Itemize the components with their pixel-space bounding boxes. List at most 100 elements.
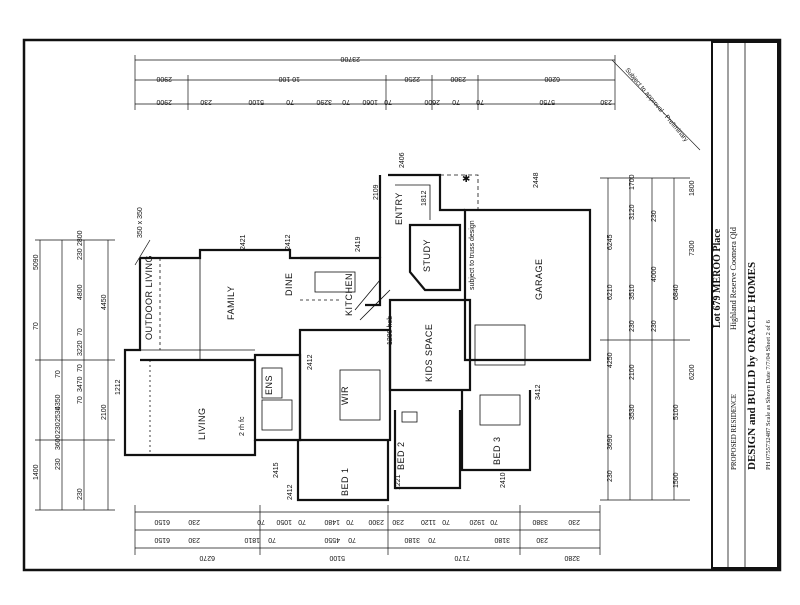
internal-details — [140, 174, 526, 455]
dim-bottom-r2-6: 70 — [348, 536, 356, 543]
dim-top-r2-8: 70 — [384, 98, 392, 105]
dim-top-r2-6: 70 — [342, 98, 350, 105]
inner-dim-14: 2410 — [500, 472, 507, 488]
note-rh: 2 rh fc — [239, 416, 246, 436]
inner-dim-10: 2415 — [273, 462, 280, 478]
inner-dim-7: 2448 — [533, 172, 540, 188]
dim-bottom-r1-2: 230 — [188, 518, 200, 525]
dim-bottom-r1-14: 3380 — [532, 518, 548, 525]
dim-left-r1-4: 230 — [55, 422, 62, 434]
dim-left-r2-11: 2800 — [77, 230, 84, 246]
dim-bottom-r3-2: 5100 — [329, 554, 345, 561]
dim-left-r2-8: 4450 — [101, 294, 108, 310]
dim-right-r2-2: 4000 — [651, 266, 658, 282]
dim-left-r2-4: 3470 — [77, 376, 84, 392]
dim-right-r1-4: 1700 — [629, 174, 636, 190]
dim-left-r2-10: 230 — [77, 248, 84, 260]
dim-right-r2-9: 1500 — [673, 472, 680, 488]
dim-bottom-r1-6: 1480 — [324, 518, 340, 525]
dim-bottom-r1-11: 70 — [442, 518, 450, 525]
dim-bottom-r2-1: 6150 — [154, 536, 170, 543]
inner-dim-3: 2419 — [355, 236, 362, 252]
room-label-dine: DINE — [284, 272, 294, 296]
dim-top-r2-12: 5750 — [539, 98, 555, 105]
dim-left-r2-9: 4800 — [77, 284, 84, 300]
title-design-build: DESIGN and BUILD by ORACLE HOMES — [746, 262, 758, 470]
dim-left-r1-8: 70 — [33, 322, 40, 330]
room-label-entry: ENTRY — [394, 192, 404, 225]
dim-top-r2-7: 1060 — [362, 98, 378, 105]
title-block: Lot 679 MEROO Place Highland Reserve Coo… — [711, 41, 779, 569]
dim-bottom-r1-12: 1920 — [469, 518, 485, 525]
star-marker-icon: ✱ — [462, 174, 470, 185]
dim-top-r1-1: 2900 — [156, 75, 172, 82]
inner-dim-11: 2412 — [287, 484, 294, 500]
dim-left-r1-2: 230 — [55, 458, 62, 470]
inner-dim-1: 2421 — [240, 234, 247, 250]
dim-top-r1-5: 6200 — [544, 75, 560, 82]
room-label-kids-space: KIDS SPACE — [424, 324, 434, 382]
dim-left-r1-5: 2530 — [55, 406, 62, 422]
room-label-outdoor-living: OUTDOOR LIVING — [144, 255, 154, 340]
external-walls — [123, 173, 592, 502]
room-label-bed-2: BED 2 — [396, 441, 406, 470]
dim-bottom-r3-4: 3280 — [564, 554, 580, 561]
dim-top-r2-13: 230 — [600, 98, 612, 105]
dim-right-r2-3: 6840 — [673, 284, 680, 300]
dim-right-r2-5: 230 — [651, 320, 658, 332]
dim-right-r1-10: 3690 — [607, 434, 614, 450]
inner-dim-4: 2109 — [373, 184, 380, 200]
dim-right-r1-2: 6210 — [607, 284, 614, 300]
dim-top-r1-2: 10 100 — [278, 75, 300, 82]
dim-right-r1-8: 2100 — [629, 364, 636, 380]
sheet-border — [22, 38, 782, 572]
room-label-study: STUDY — [422, 239, 432, 272]
dim-left-r2-7: 70 — [77, 328, 84, 336]
inner-dim-15: 3412 — [535, 384, 542, 400]
room-label-living: LIVING — [197, 407, 207, 440]
inner-dim-2: 2412 — [285, 234, 292, 250]
dim-bottom-r3-3: 7170 — [454, 554, 470, 561]
dim-right-r2-1: 230 — [651, 210, 658, 222]
dim-top-r2-5: 3290 — [316, 98, 332, 105]
dim-left-r2-3: 70 — [77, 396, 84, 404]
dim-right-r1-6: 230 — [629, 320, 636, 332]
dim-bottom-r1-3: 70 — [257, 518, 265, 525]
dim-left-r2-1: 230 — [77, 488, 84, 500]
dim-bottom-r1-13: 70 — [490, 518, 498, 525]
dim-right-r2-6: 1800 — [689, 180, 696, 196]
room-label-ens: ENS — [264, 375, 274, 395]
inner-dim-13: 1221 — [395, 474, 402, 490]
room-label-garage: GARAGE — [534, 258, 544, 300]
dim-top-r2-9: 2600 — [424, 98, 440, 105]
title-suburb-line: Highland Reserve Coomera Qld — [729, 227, 738, 330]
dim-left-r1-7: 4350 — [55, 394, 62, 410]
right-dimension-lines — [600, 177, 690, 501]
dim-top-r2-3: 5100 — [248, 98, 264, 105]
room-label-family: FAMILY — [226, 286, 236, 320]
dim-bottom-r2-2: 230 — [188, 536, 200, 543]
dim-left-r1-9: 5090 — [33, 254, 40, 270]
dim-bottom-r1-1: 6150 — [154, 518, 170, 525]
inner-dim-8: 2412 — [307, 354, 314, 370]
room-label-bed-1: BED 1 — [340, 467, 350, 496]
dim-bottom-r1-8: 2300 — [368, 518, 384, 525]
title-proposed: PROPOSED RESIDENCE — [730, 394, 738, 470]
note-subject-truss: subject to truss design — [469, 220, 476, 290]
dim-top-r2-4: 70 — [286, 98, 294, 105]
dim-top-overall: 23700 — [340, 55, 360, 62]
dim-top-r2-11: 70 — [476, 98, 484, 105]
inner-dim-12: 1212 — [115, 379, 122, 395]
inner-dim-6: 1812 — [421, 190, 428, 206]
dim-bottom-r2-9: 3180 — [494, 536, 510, 543]
dim-left-r1-3: 3600 — [55, 434, 62, 450]
dim-top-r1-3: 2250 — [404, 75, 420, 82]
top-dimension-lines — [134, 55, 616, 110]
room-label-bed-3: BED 3 — [492, 436, 502, 465]
title-sheet-info: PH 0755732487 Scale as Shown Date 7/7/04… — [765, 319, 772, 470]
dim-top-r2-2: 230 — [200, 98, 212, 105]
inner-dim-9: 1200 hob — [387, 316, 394, 345]
dim-top-r2-10: 70 — [452, 98, 460, 105]
dim-bottom-r1-7: 70 — [346, 518, 354, 525]
